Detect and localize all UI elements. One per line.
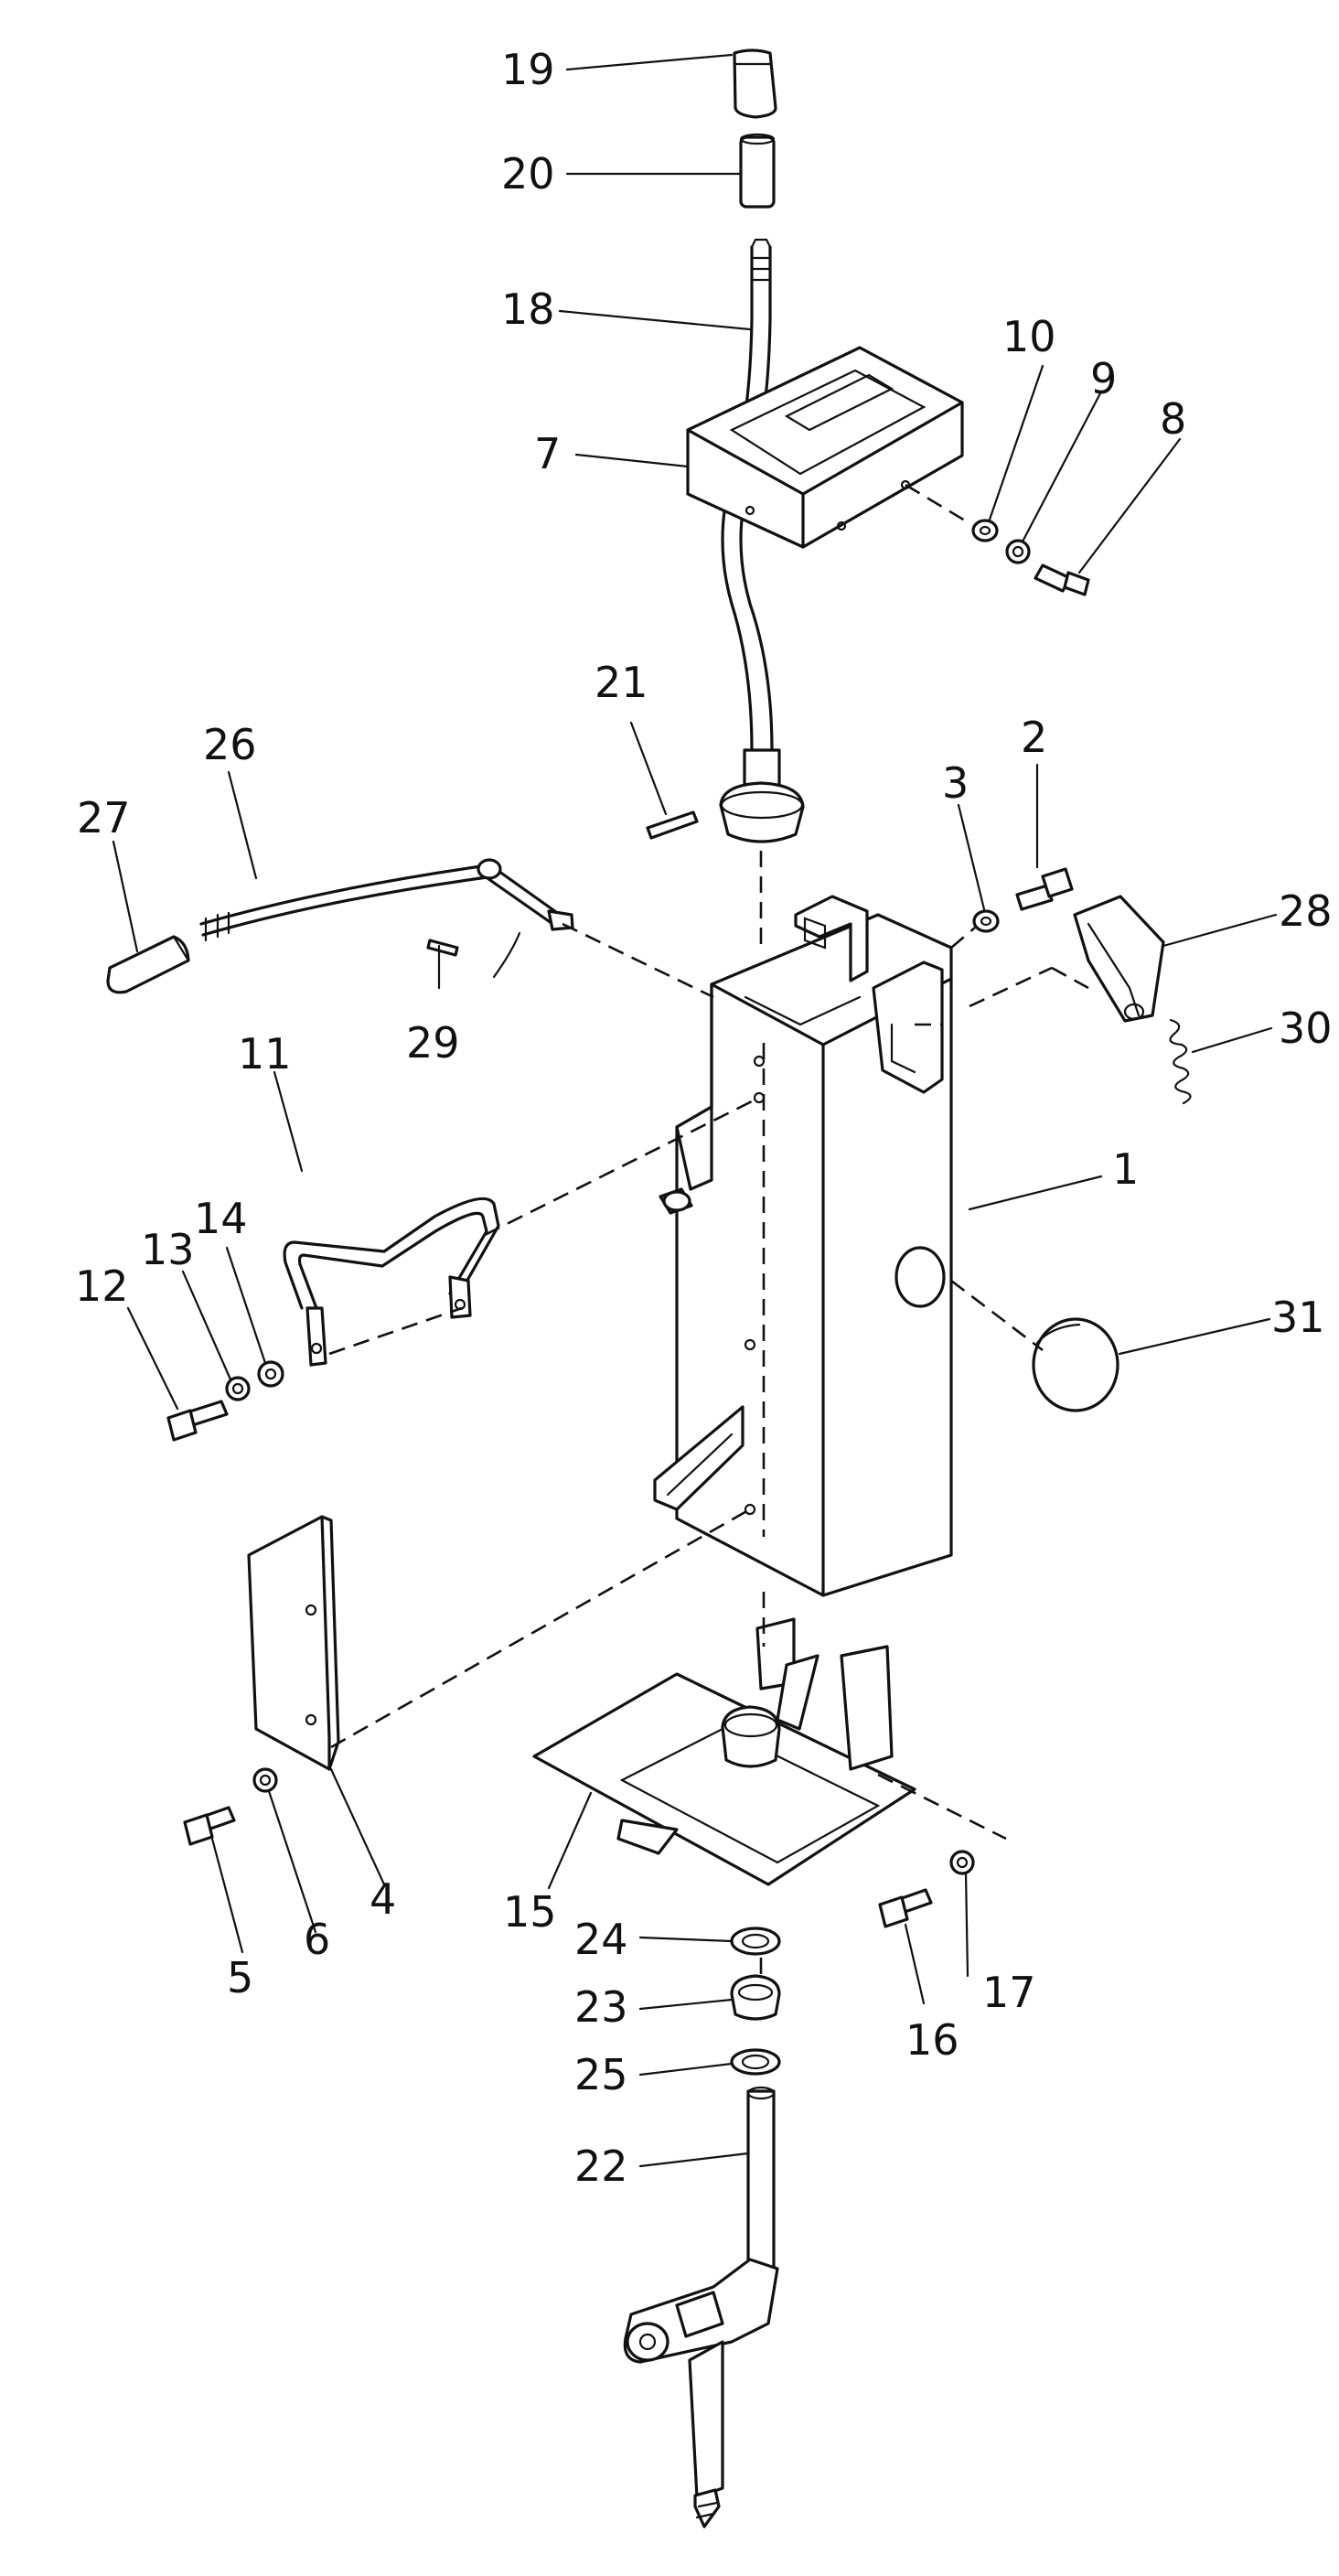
callout-20: 20 bbox=[501, 149, 555, 199]
callout-labels: 19 20 18 7 10 9 8 21 26 27 3 2 28 30 29 … bbox=[75, 45, 1333, 2191]
part-1-console-housing bbox=[653, 895, 953, 1597]
parts-3-2-fasteners bbox=[950, 867, 1074, 949]
part-24-snap-ring bbox=[730, 1927, 781, 1956]
callout-31: 31 bbox=[1271, 1293, 1325, 1342]
callout-2: 2 bbox=[1021, 713, 1047, 762]
part-30-spring bbox=[1169, 1018, 1192, 1105]
callout-12: 12 bbox=[75, 1261, 129, 1311]
callout-3: 3 bbox=[942, 758, 969, 808]
callout-17: 17 bbox=[982, 1968, 1036, 2017]
parts-16-17-fasteners bbox=[878, 1850, 975, 1928]
callout-9: 9 bbox=[1090, 354, 1117, 403]
part-28-bracket bbox=[1073, 895, 1165, 1023]
callout-24: 24 bbox=[574, 1915, 628, 1964]
callout-29: 29 bbox=[406, 1018, 460, 1068]
callout-18: 18 bbox=[501, 284, 555, 334]
callout-4: 4 bbox=[370, 1874, 396, 1924]
part-7-shift-guide bbox=[686, 346, 964, 549]
callout-6: 6 bbox=[304, 1915, 330, 1964]
part-20-sleeve bbox=[739, 133, 776, 209]
part-29-pin bbox=[426, 931, 521, 979]
callout-13: 13 bbox=[141, 1225, 195, 1274]
callout-16: 16 bbox=[905, 2015, 959, 2065]
callout-10: 10 bbox=[1002, 312, 1056, 361]
callout-14: 14 bbox=[194, 1194, 248, 1243]
callout-22: 22 bbox=[574, 2141, 628, 2191]
parts-5-6-fasteners bbox=[183, 1767, 278, 1846]
callout-27: 27 bbox=[77, 793, 131, 843]
part-23-bushing bbox=[730, 1974, 781, 2021]
callout-1: 1 bbox=[1112, 1144, 1139, 1194]
callout-15: 15 bbox=[503, 1887, 557, 1937]
leader-lines bbox=[112, 53, 1278, 2168]
part-18-lever-rod bbox=[719, 238, 805, 843]
part-27-knob bbox=[106, 935, 190, 994]
parts-12-13-14-fasteners bbox=[166, 1360, 284, 1442]
part-15-base-plate bbox=[532, 1592, 916, 1886]
callout-28: 28 bbox=[1279, 886, 1333, 936]
callout-7: 7 bbox=[534, 429, 561, 478]
callout-26: 26 bbox=[203, 720, 257, 769]
callout-21: 21 bbox=[595, 658, 648, 707]
parts-10-9-8-fasteners bbox=[905, 483, 1090, 596]
callout-30: 30 bbox=[1279, 1004, 1333, 1053]
callout-23: 23 bbox=[574, 1982, 628, 2032]
part-22-lower-lever bbox=[623, 2086, 779, 2528]
callout-5: 5 bbox=[227, 1953, 253, 2002]
part-4-side-plate bbox=[247, 1515, 340, 1771]
callout-11: 11 bbox=[238, 1029, 292, 1079]
part-21-pin bbox=[646, 810, 699, 840]
part-19-knob bbox=[733, 48, 777, 119]
assembly-lines bbox=[328, 851, 1089, 1976]
part-26-rod bbox=[199, 858, 574, 942]
callout-8: 8 bbox=[1160, 394, 1186, 444]
part-25-washer bbox=[730, 2048, 781, 2076]
callout-25: 25 bbox=[574, 2050, 628, 2099]
part-31-plug bbox=[1032, 1317, 1119, 1412]
part-11-guard-handle bbox=[283, 1197, 500, 1367]
callout-19: 19 bbox=[501, 45, 555, 94]
